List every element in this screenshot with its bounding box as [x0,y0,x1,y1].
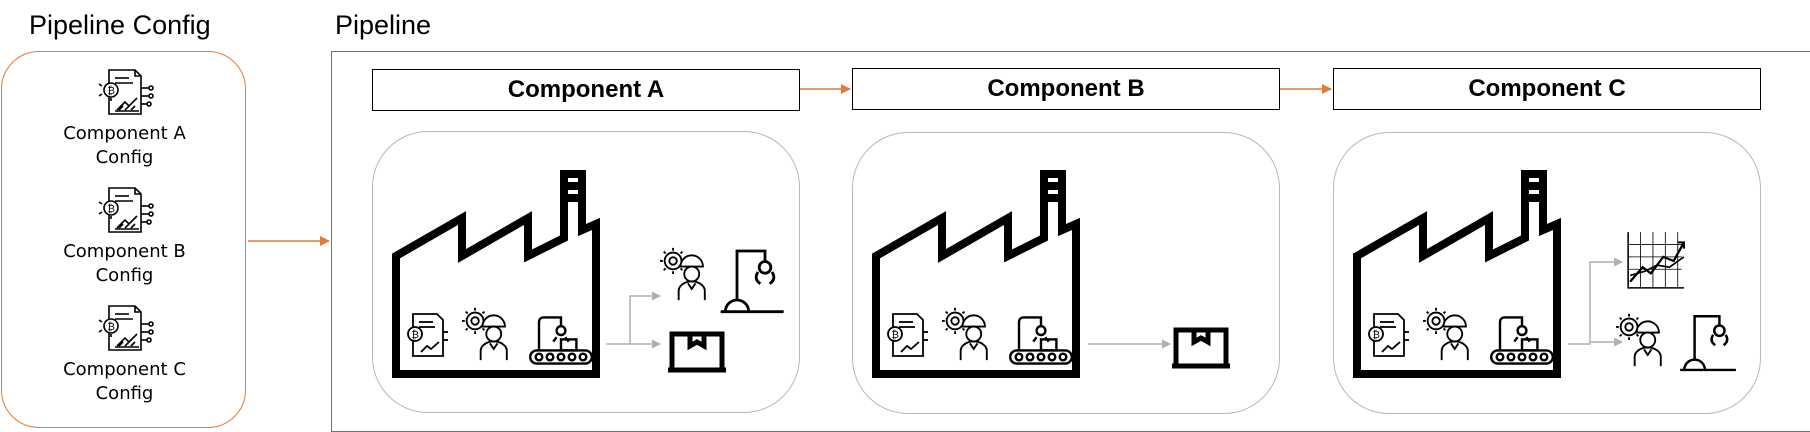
component-a-title: Component A [372,69,800,111]
pipeline-title: Pipeline [335,10,432,40]
component-c-title: Component C [1333,68,1761,110]
component-b-card [852,132,1280,414]
component-c-card [1333,132,1761,414]
config-document-icon [95,302,155,358]
component-b-title: Component B [852,68,1280,110]
config-document-icon [95,184,155,240]
pipeline-config-title: Pipeline Config [29,10,211,40]
config-document-icon [95,66,155,122]
component-a-card [372,131,800,413]
